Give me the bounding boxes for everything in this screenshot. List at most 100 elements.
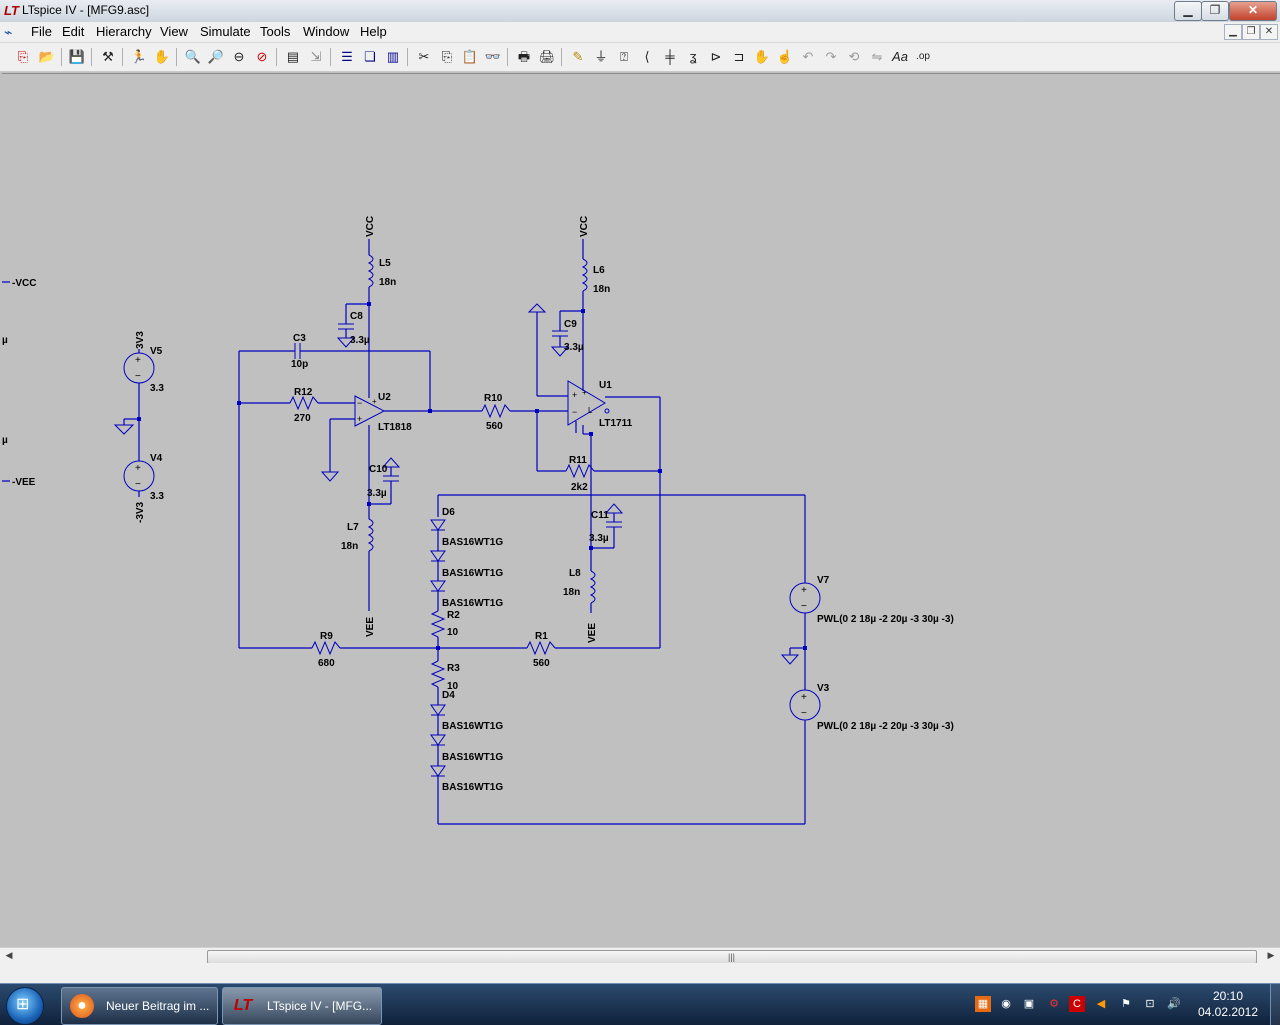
- inductor-icon[interactable]: ʓ: [689, 49, 697, 64]
- spice-directive-icon[interactable]: .op: [916, 51, 930, 62]
- scrollbar-thumb[interactable]: |||: [207, 950, 1257, 964]
- tray-antivirus-icon[interactable]: C: [1069, 996, 1085, 1012]
- schematic-doc-icon[interactable]: ⌁: [4, 24, 13, 40]
- cut-icon[interactable]: ✂: [418, 49, 430, 64]
- r1-resistor[interactable]: [526, 640, 556, 656]
- v3-value: PWL(0 2 18µ -2 20µ -3 30µ -3): [817, 721, 954, 732]
- menu-window[interactable]: Window: [303, 24, 350, 39]
- zoom-in-icon[interactable]: 🔍: [184, 49, 202, 64]
- d4-name: D4: [442, 690, 455, 701]
- l6-inductor[interactable]: [581, 258, 588, 292]
- drag-icon[interactable]: ☝: [776, 49, 794, 64]
- rotate-icon[interactable]: ⟲: [848, 49, 860, 64]
- paste-icon[interactable]: 📋: [461, 49, 479, 64]
- menu-hierarchy[interactable]: Hierarchy: [96, 24, 152, 39]
- schematic-canvas[interactable]: -VCC µ µ -VEE + − V5 3.3 3V3 + − V4 3.3 …: [2, 73, 1280, 948]
- l5-inductor[interactable]: [367, 254, 374, 288]
- copy-icon[interactable]: ⎘: [441, 49, 453, 64]
- v7-source[interactable]: + −: [789, 582, 821, 614]
- minimize-button[interactable]: ▁: [1174, 1, 1202, 21]
- text-icon[interactable]: Aa: [892, 49, 908, 64]
- tray-app-icon[interactable]: ▦: [975, 996, 991, 1012]
- tile-horizontal-icon[interactable]: ☰: [341, 49, 353, 64]
- print-icon[interactable]: 🖨: [538, 49, 556, 64]
- u2-opamp[interactable]: [354, 395, 386, 427]
- r3-resistor[interactable]: [430, 660, 446, 688]
- r11-resistor[interactable]: [565, 463, 595, 479]
- undo-icon[interactable]: ↶: [802, 49, 814, 64]
- taskbar-clock[interactable]: 20:10 04.02.2012: [1188, 988, 1268, 1020]
- r12-resistor[interactable]: [289, 395, 319, 411]
- menu-help[interactable]: Help: [360, 24, 387, 39]
- resistor-icon[interactable]: ⟨: [644, 49, 650, 64]
- task-firefox[interactable]: ● Neuer Beitrag im ...: [61, 987, 218, 1025]
- tile-vertical-icon[interactable]: ▥: [386, 49, 400, 64]
- c10-name: C10: [369, 464, 388, 475]
- start-button[interactable]: ⊞: [6, 987, 44, 1025]
- label-net-icon[interactable]: ⍰: [620, 49, 628, 64]
- l6-value: 18n: [593, 284, 610, 295]
- c3-name: C3: [293, 333, 306, 344]
- zoom-out-icon[interactable]: ⊖: [233, 49, 245, 64]
- waveform-icon[interactable]: ▤: [286, 49, 300, 64]
- window-titlebar[interactable]: LT LTspice IV - [MFG9.asc] ▁ ❐ ✕: [0, 0, 1280, 23]
- new-schematic-icon[interactable]: ⎘: [17, 49, 29, 64]
- diode-icon[interactable]: ⊳: [710, 49, 722, 64]
- cascade-icon[interactable]: ❏: [364, 49, 376, 64]
- mdi-restore-button[interactable]: ❐: [1242, 24, 1260, 40]
- move-icon[interactable]: ✋: [753, 49, 771, 64]
- d4-diode-chain[interactable]: [430, 704, 446, 777]
- tray-sync-icon[interactable]: ◉: [1001, 998, 1011, 1010]
- tray-monitor-icon[interactable]: ▣: [1023, 998, 1035, 1010]
- d6-diode-chain[interactable]: [430, 519, 446, 592]
- capacitor-icon[interactable]: ╪: [665, 49, 675, 64]
- halt-icon[interactable]: ✋: [153, 49, 171, 64]
- r2-resistor[interactable]: [430, 610, 446, 638]
- r11-name: R11: [569, 455, 587, 466]
- tray-flag-icon[interactable]: ⚑: [1121, 998, 1131, 1010]
- tray-volume-icon[interactable]: 🔊: [1167, 998, 1181, 1010]
- tray-network-icon[interactable]: ⊡: [1145, 998, 1155, 1010]
- c8-name: C8: [350, 311, 363, 322]
- ltspice-icon: LT: [233, 997, 253, 1014]
- horizontal-scrollbar[interactable]: ◀ ||| ▶: [0, 947, 1280, 964]
- component-icon[interactable]: ⊐: [733, 49, 745, 64]
- maximize-button[interactable]: ❐: [1201, 1, 1229, 21]
- draw-wire-icon[interactable]: ✎: [572, 49, 584, 64]
- print-setup-icon[interactable]: 🖶: [517, 49, 531, 64]
- mdi-close-button[interactable]: ✕: [1260, 24, 1278, 40]
- save-icon[interactable]: 💾: [68, 49, 86, 64]
- close-button[interactable]: ✕: [1229, 1, 1277, 21]
- open-icon[interactable]: 📂: [38, 49, 56, 64]
- zoom-full-icon[interactable]: 🔎: [207, 49, 225, 64]
- autoscale-icon[interactable]: ⇲: [310, 49, 322, 64]
- r10-value: 560: [486, 421, 503, 432]
- scroll-left-icon[interactable]: ◀: [5, 950, 13, 960]
- ground-icon[interactable]: ⏚: [594, 49, 608, 64]
- l8-inductor[interactable]: [589, 570, 596, 604]
- menu-view[interactable]: View: [160, 24, 188, 39]
- scroll-right-icon[interactable]: ▶: [1267, 950, 1275, 960]
- menu-edit[interactable]: Edit: [62, 24, 85, 39]
- r9-resistor[interactable]: [311, 640, 341, 656]
- menu-file[interactable]: File: [31, 24, 52, 39]
- mirror-icon[interactable]: ⇋: [871, 49, 883, 64]
- zoom-cancel-icon[interactable]: ⊘: [256, 49, 268, 64]
- tray-alert-icon[interactable]: ◀: [1096, 998, 1106, 1010]
- tray-network-app-icon[interactable]: ⚙: [1049, 998, 1059, 1010]
- mdi-minimize-button[interactable]: ▁: [1224, 24, 1242, 40]
- l7-inductor[interactable]: [367, 518, 374, 552]
- menu-tools[interactable]: Tools: [260, 24, 291, 39]
- menu-simulate[interactable]: Simulate: [200, 24, 251, 39]
- v4-source[interactable]: + − V4 3.3 -3V3: [123, 419, 164, 523]
- task-ltspice[interactable]: LT LTspice IV - [MFG...: [222, 987, 382, 1025]
- control-panel-icon[interactable]: ⚒: [102, 49, 114, 64]
- v5-source[interactable]: + − V5 3.3 3V3: [123, 331, 164, 419]
- run-icon[interactable]: 🏃: [130, 49, 148, 64]
- redo-icon[interactable]: ↷: [825, 49, 837, 64]
- show-desktop-button[interactable]: [1270, 984, 1280, 1025]
- r10-resistor[interactable]: [481, 403, 511, 419]
- v3-source[interactable]: + −: [789, 689, 821, 721]
- find-icon[interactable]: 👓: [484, 49, 502, 64]
- u1-comparator[interactable]: [567, 380, 606, 426]
